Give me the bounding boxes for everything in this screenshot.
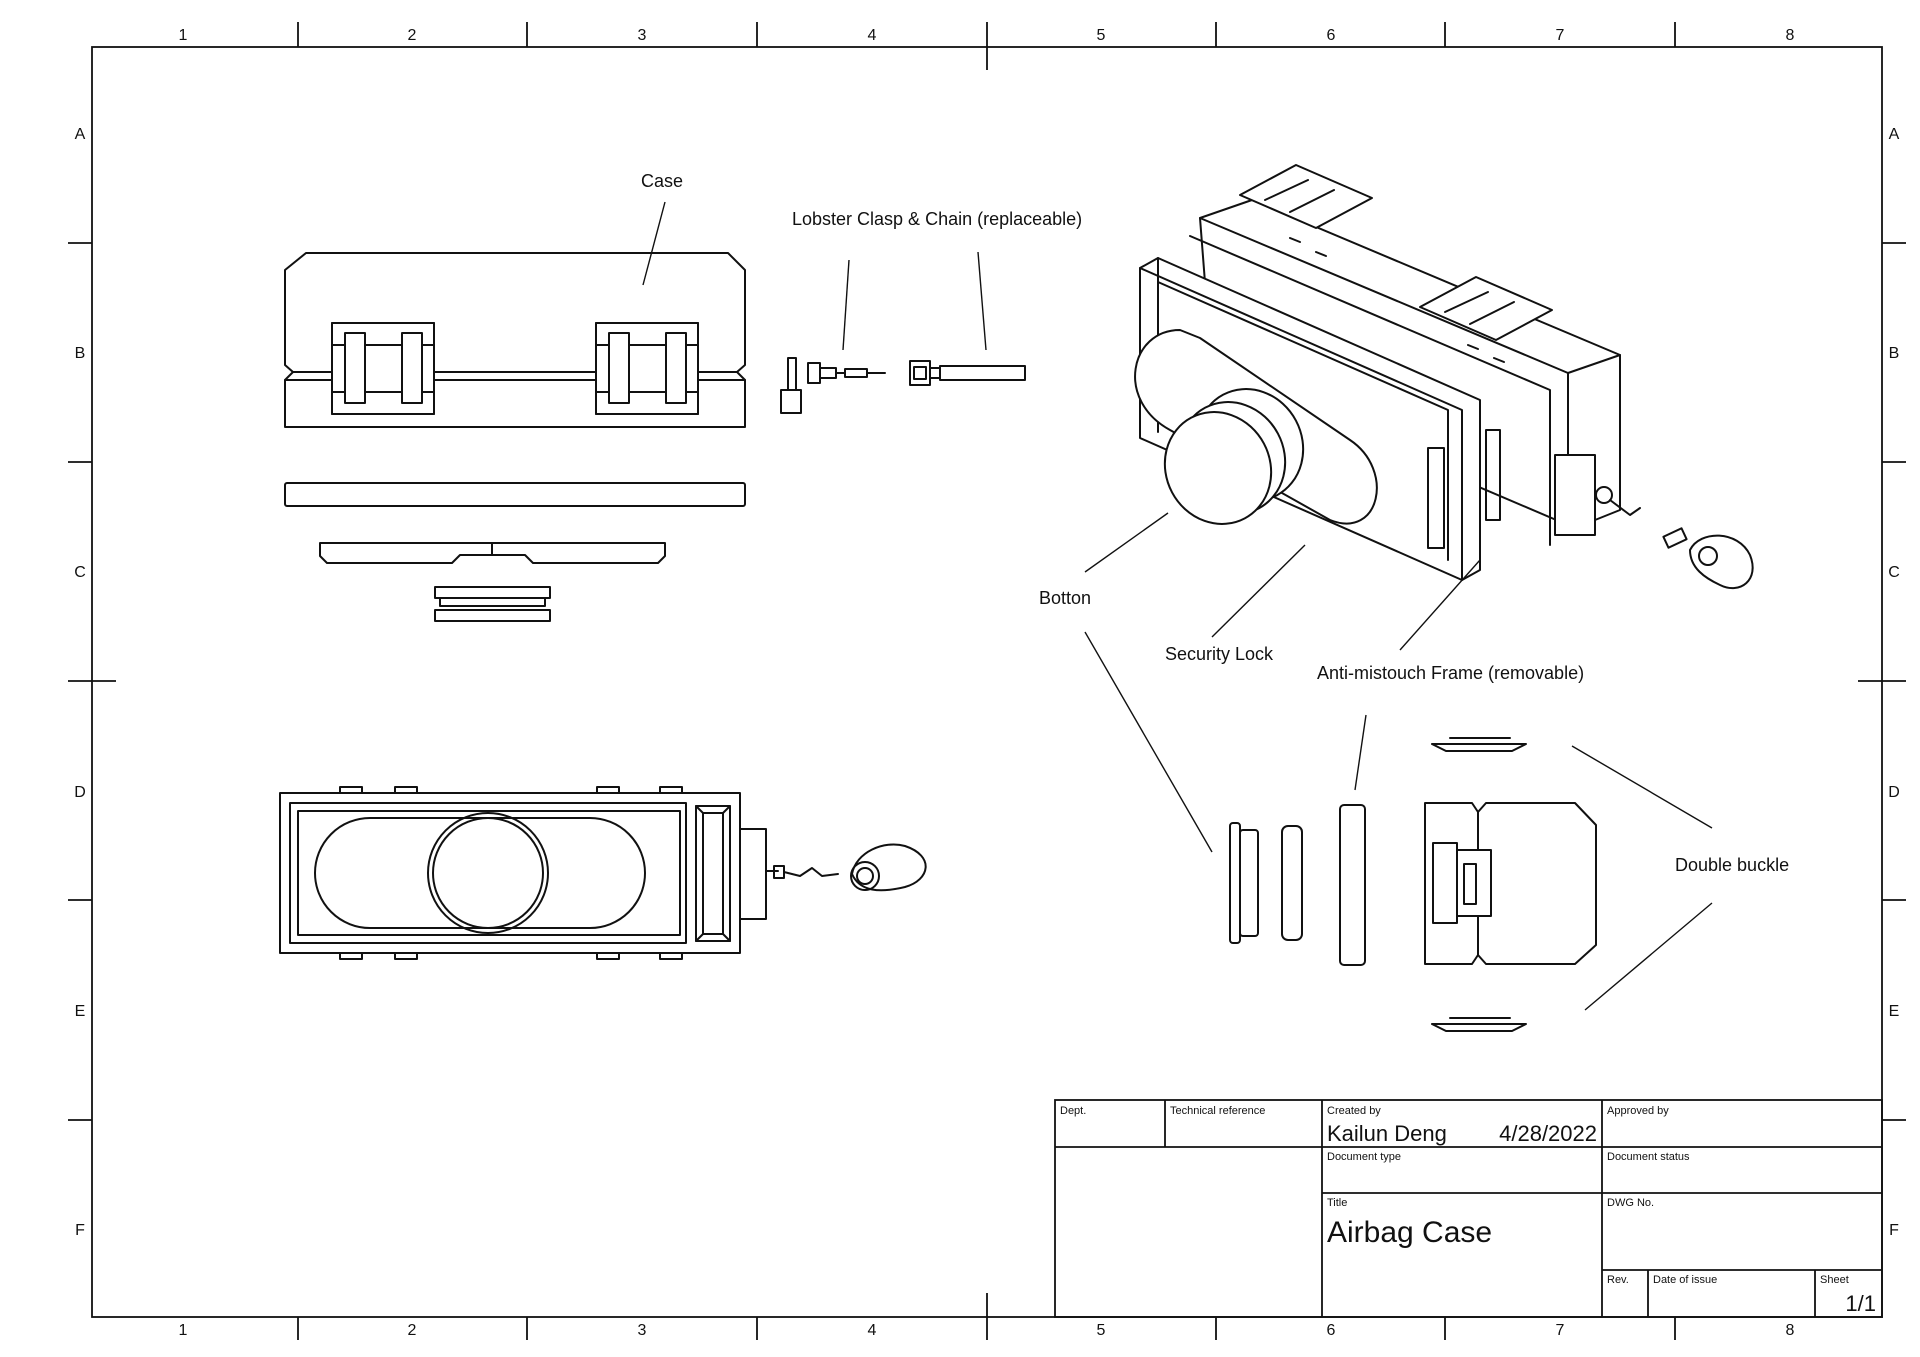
row-label: F [75, 1222, 85, 1239]
label-double-buckle: Double buckle [1675, 855, 1789, 875]
rev-label: Rev. [1607, 1274, 1629, 1286]
dwg-no-label: DWG No. [1607, 1197, 1654, 1209]
created-date: 4/28/2022 [1499, 1121, 1597, 1146]
col-label: 6 [1327, 27, 1336, 44]
row-label: B [1889, 345, 1900, 362]
col-label: 3 [638, 1322, 647, 1339]
sheet-border [91, 46, 1883, 1318]
doc-type-label: Document type [1327, 1151, 1401, 1163]
zone-ticks [68, 22, 1906, 1340]
col-label: 6 [1327, 1322, 1336, 1339]
label-botton: Botton [1039, 588, 1091, 608]
created-by-value: Kailun Deng [1327, 1121, 1447, 1146]
row-label: C [74, 564, 86, 581]
case-top-view [279, 786, 927, 960]
drawing-title: Airbag Case [1327, 1216, 1492, 1249]
row-label: A [75, 126, 86, 143]
label-clasp: Lobster Clasp & Chain (replaceable) [792, 209, 1082, 229]
case-section-parts [284, 482, 746, 622]
leader-lines [642, 201, 1713, 1011]
callouts: Case Lobster Clasp & Chain (replaceable)… [641, 171, 1789, 875]
col-label: 4 [868, 27, 877, 44]
col-label: 7 [1556, 1322, 1565, 1339]
title-block: Dept. Technical reference Created by Kai… [1054, 1099, 1883, 1318]
dept-label: Dept. [1060, 1105, 1086, 1117]
row-label: E [75, 1003, 86, 1020]
created-by-label: Created by [1327, 1105, 1381, 1117]
isometric-view [1134, 164, 1754, 590]
case-front-view [284, 252, 746, 428]
col-label: 2 [408, 1322, 417, 1339]
row-label: A [1889, 126, 1900, 143]
tech-ref-label: Technical reference [1170, 1105, 1265, 1117]
label-frame: Anti-mistouch Frame (removable) [1317, 663, 1584, 683]
col-label: 7 [1556, 27, 1565, 44]
row-label: D [1888, 784, 1900, 801]
col-label: 3 [638, 27, 647, 44]
col-label: 2 [408, 27, 417, 44]
label-case: Case [641, 171, 683, 191]
clasp-chain-parts [780, 357, 1026, 414]
col-label: 8 [1786, 27, 1795, 44]
date-of-issue-label: Date of issue [1653, 1274, 1717, 1286]
col-label: 5 [1097, 27, 1106, 44]
sheet-label: Sheet [1820, 1274, 1849, 1286]
row-label: C [1888, 564, 1900, 581]
row-label: D [74, 784, 86, 801]
col-label: 4 [868, 1322, 877, 1339]
col-label: 5 [1097, 1322, 1106, 1339]
title-label: Title [1327, 1197, 1347, 1209]
row-label: F [1889, 1222, 1899, 1239]
exploded-side-parts [1229, 737, 1597, 1032]
sheet-value: 1/1 [1845, 1291, 1876, 1316]
col-label: 1 [179, 27, 188, 44]
approved-by-label: Approved by [1607, 1105, 1669, 1117]
col-label: 1 [179, 1322, 188, 1339]
row-label: E [1889, 1003, 1900, 1020]
label-security-lock: Security Lock [1165, 644, 1274, 664]
zone-labels: 1 2 3 4 5 6 7 8 1 2 3 4 5 6 7 8 A B C D … [74, 27, 1900, 1339]
doc-status-label: Document status [1607, 1151, 1690, 1163]
row-label: B [75, 345, 86, 362]
col-label: 8 [1786, 1322, 1795, 1339]
